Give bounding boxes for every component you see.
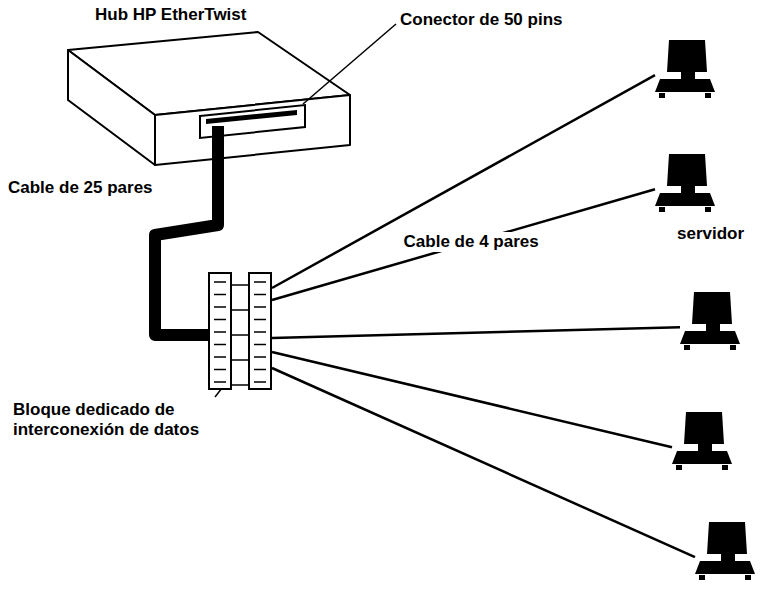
foot bbox=[705, 93, 711, 98]
cross-connect bbox=[231, 359, 249, 361]
cross-connect bbox=[231, 309, 249, 311]
terminal-tick bbox=[254, 319, 266, 321]
foot bbox=[659, 93, 665, 98]
terminal-tick bbox=[254, 381, 266, 383]
station-cable bbox=[272, 327, 680, 338]
monitor bbox=[667, 40, 707, 72]
connector-label: Conector de 50 pins bbox=[400, 10, 562, 30]
terminal-strip bbox=[249, 273, 271, 389]
cross-connect bbox=[231, 334, 249, 336]
computer-icon bbox=[672, 410, 732, 472]
computer-icon bbox=[680, 290, 740, 352]
monitor bbox=[684, 412, 724, 444]
monitor-stand bbox=[681, 186, 695, 193]
foot bbox=[705, 207, 711, 212]
interconnect-block: Bloque dedicado de interconexión de dato… bbox=[208, 272, 272, 390]
station-cable bbox=[272, 368, 695, 557]
block-label: Bloque dedicado de interconexión de dato… bbox=[13, 400, 238, 440]
hub-front bbox=[155, 95, 350, 165]
computer-icon bbox=[655, 38, 715, 100]
monitor bbox=[692, 292, 732, 324]
monitor-stand bbox=[681, 72, 695, 79]
monitor-stand bbox=[706, 324, 720, 331]
terminal-tick bbox=[254, 356, 266, 358]
terminal-tick bbox=[214, 294, 226, 296]
terminal-tick bbox=[214, 356, 226, 358]
terminal-tick bbox=[254, 281, 266, 283]
cross-connect bbox=[231, 284, 249, 286]
server-computer: servidor bbox=[655, 152, 715, 214]
system-unit bbox=[655, 193, 715, 206]
foot bbox=[745, 575, 751, 580]
cable-label: Cable de 4 pares bbox=[401, 232, 542, 252]
system-unit bbox=[655, 79, 715, 92]
foot bbox=[676, 465, 682, 470]
workstation bbox=[655, 38, 715, 100]
terminal-tick bbox=[214, 331, 226, 333]
terminal-tick bbox=[254, 306, 266, 308]
station-cable bbox=[272, 352, 672, 447]
monitor bbox=[667, 154, 707, 186]
system-unit bbox=[680, 331, 740, 344]
terminal-strip bbox=[209, 273, 231, 389]
terminal-tick bbox=[254, 344, 266, 346]
monitor-stand bbox=[698, 444, 712, 451]
server-label: servidor bbox=[677, 224, 744, 244]
block-outline bbox=[208, 272, 272, 390]
terminal-tick bbox=[214, 306, 226, 308]
computer-icon bbox=[655, 152, 715, 214]
monitor bbox=[707, 522, 747, 554]
foot bbox=[699, 575, 705, 580]
foot bbox=[722, 465, 728, 470]
terminal-tick bbox=[214, 381, 226, 383]
foot bbox=[659, 207, 665, 212]
system-unit bbox=[695, 561, 755, 574]
hub-side bbox=[68, 50, 155, 165]
station-cable bbox=[272, 75, 655, 288]
terminal-tick bbox=[254, 369, 266, 371]
terminal-tick bbox=[254, 331, 266, 333]
hub-title: Hub HP EtherTwist bbox=[95, 5, 246, 25]
hub-box: Hub HP EtherTwist bbox=[60, 5, 360, 175]
terminal-tick bbox=[214, 281, 226, 283]
computer-icon bbox=[695, 520, 755, 582]
monitor-stand bbox=[721, 554, 735, 561]
system-unit bbox=[672, 451, 732, 464]
foot bbox=[730, 345, 736, 350]
station-cable bbox=[272, 189, 655, 300]
cross-connect bbox=[231, 384, 249, 386]
connector-slot bbox=[206, 110, 297, 124]
terminal-tick bbox=[254, 294, 266, 296]
workstation bbox=[695, 520, 755, 582]
workstation bbox=[680, 290, 740, 352]
terminal-tick bbox=[214, 319, 226, 321]
workstation bbox=[672, 410, 732, 472]
leader-line bbox=[303, 24, 396, 104]
terminal-tick bbox=[214, 369, 226, 371]
foot bbox=[684, 345, 690, 350]
cable-label: Cable de 25 pares bbox=[5, 178, 156, 198]
terminal-tick bbox=[214, 344, 226, 346]
